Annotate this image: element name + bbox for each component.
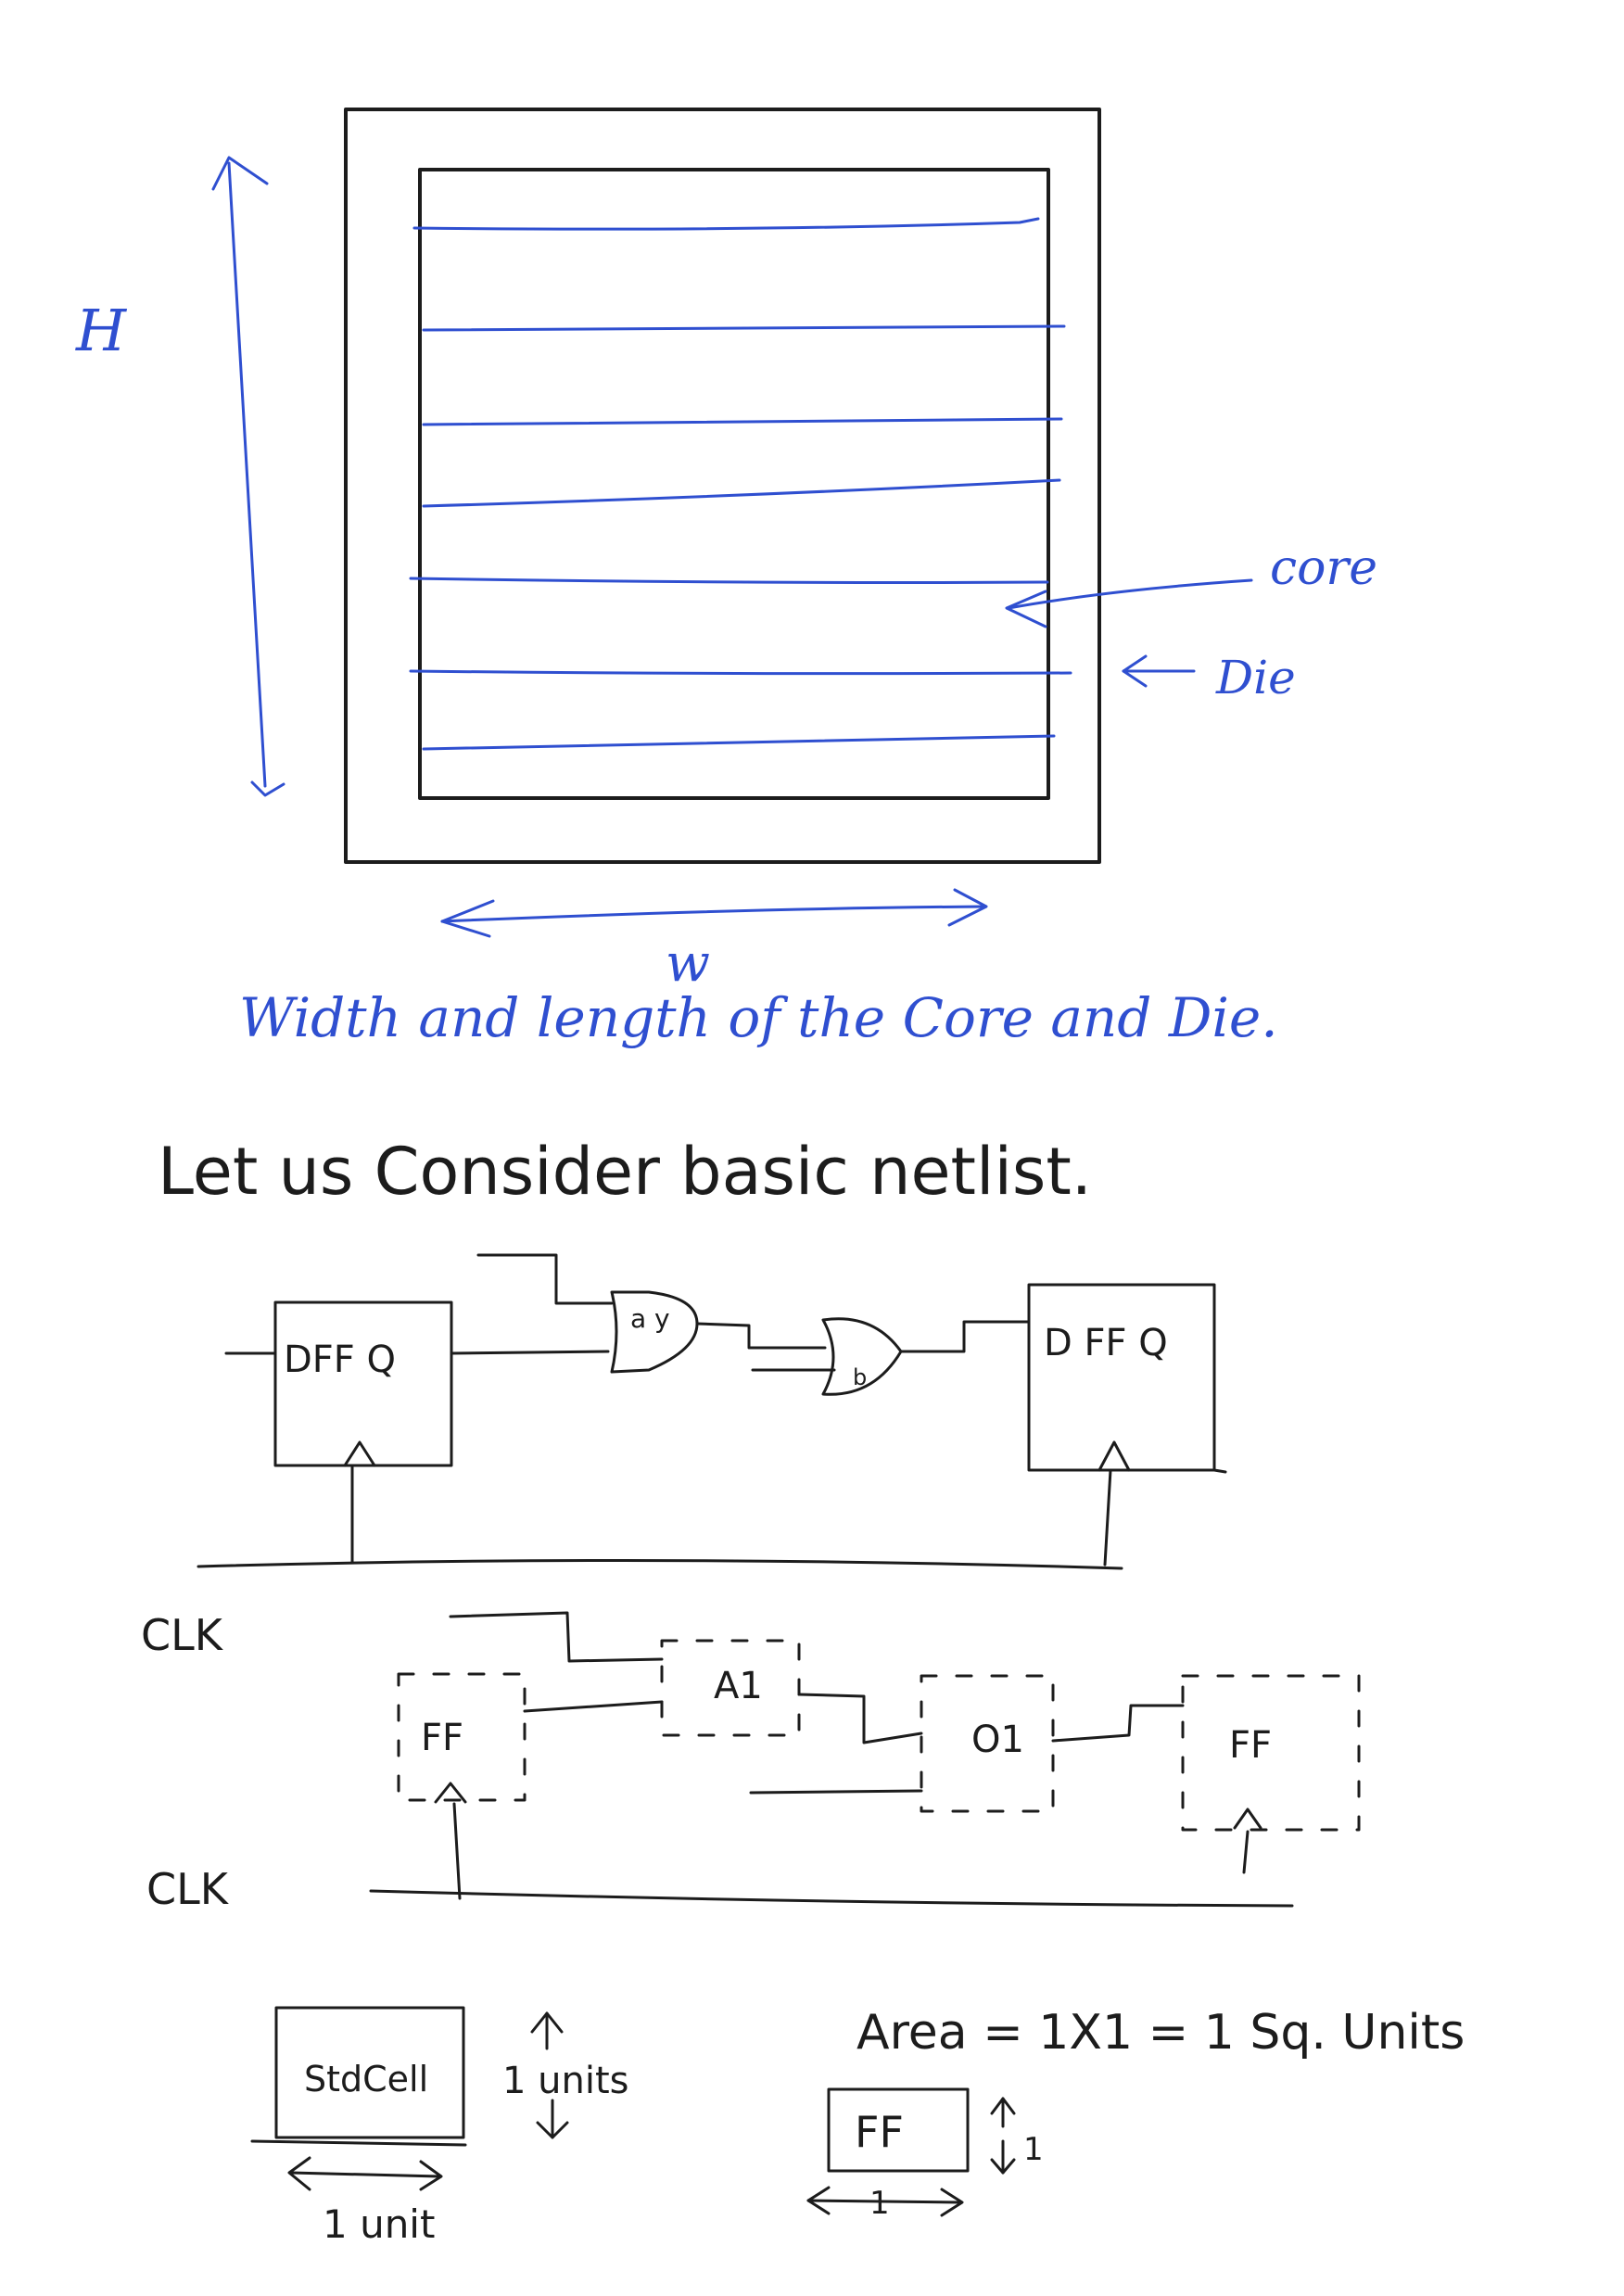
- clk-arrow-right: [1233, 1808, 1262, 1830]
- std-cell-width-arrowhead-right: [419, 2160, 443, 2191]
- ff-block-left: [397, 1672, 527, 1802]
- ff-block-left-clock: [434, 1782, 467, 1804]
- clk-net-1: [197, 1558, 1123, 1570]
- and-gate: [610, 1290, 699, 1374]
- row-line: [409, 577, 1049, 584]
- width-arrow: [440, 888, 988, 938]
- ff-block-left-label: FF: [421, 1717, 463, 1759]
- placed-cells: FF A1 O1 FF CLK: [146, 1611, 1361, 1914]
- ff-height-arrowhead-down: [990, 2158, 1016, 2175]
- row-line: [409, 669, 1072, 676]
- ff-right: [1027, 1283, 1216, 1472]
- width-label: w: [666, 933, 710, 994]
- ff-unit-cell-label: FF: [855, 2107, 904, 2157]
- wire-o1-to-ff: [1051, 1704, 1185, 1743]
- netlist-heading: Let us Consider basic netlist.: [158, 1134, 1092, 1210]
- std-cell-height-label: 1 units: [502, 2060, 629, 2102]
- ff-width-arrowhead-left: [806, 2186, 831, 2215]
- dff-left-clock-notch: [343, 1440, 376, 1467]
- a1-block: [660, 1639, 801, 1737]
- dff-left: [273, 1300, 453, 1467]
- dff-left-label: DFF Q: [284, 1338, 396, 1381]
- and-to-or-wire: [695, 1322, 827, 1350]
- die-label: Die: [1215, 651, 1296, 704]
- area-text: Area = 1X1 = 1 Sq. Units: [856, 2005, 1465, 2061]
- die-outline: [344, 108, 1101, 864]
- or-to-ff-wire: [899, 1320, 1031, 1353]
- ff-height-arrowhead-up: [990, 2097, 1016, 2115]
- o1-block-label: O1: [971, 1719, 1024, 1761]
- floorplan-caption: Width and length of the Core and Die.: [239, 986, 1278, 1049]
- row-line: [422, 417, 1063, 426]
- ff-width-label: 1: [869, 2185, 890, 2222]
- std-cell-size: StdCell 1 units 1 unit Area = 1X1 = 1 Sq…: [250, 2005, 1465, 2247]
- ff-right-tail: [1212, 1468, 1227, 1474]
- wire-to-a1-top: [449, 1611, 664, 1663]
- ff-block-right-label: FF: [1229, 1724, 1272, 1767]
- or-gate: [821, 1317, 903, 1396]
- dff-q-to-and-wire: [450, 1350, 610, 1355]
- ff-width-arrowhead-right: [940, 2188, 964, 2217]
- std-cell-width-arrowhead-left: [287, 2156, 311, 2191]
- height-arrow: [211, 156, 285, 797]
- std-cell-box: [274, 2006, 465, 2139]
- die-pointer-arrow: [1122, 654, 1196, 688]
- a1-block-label: A1: [714, 1665, 763, 1707]
- schematic-netlist: DFF Q a y b D FF Q CLK: [141, 1253, 1227, 1660]
- std-cell-height-arrowhead-down: [536, 2121, 569, 2139]
- std-cell-label: StdCell: [304, 2059, 428, 2099]
- row-line: [422, 324, 1066, 332]
- o1-block: [920, 1674, 1055, 1813]
- core-pointer-arrow: [1005, 578, 1253, 628]
- ff-unit-cell: [827, 2087, 970, 2173]
- height-label: H: [75, 297, 128, 364]
- std-cell-width-arrow: [289, 2171, 441, 2178]
- clk-branch-2-left: [452, 1802, 462, 1900]
- ff-right-label: D FF Q: [1044, 1322, 1168, 1364]
- clk-branch-right: [1103, 1468, 1112, 1567]
- wire-into-o1: [749, 1789, 923, 1795]
- ff-width-arrow: [806, 2199, 962, 2204]
- std-cell-base: [250, 2139, 467, 2147]
- std-cell-width-label: 1 unit: [323, 2201, 435, 2247]
- core-label: core: [1270, 540, 1377, 596]
- core-outline: [418, 168, 1050, 800]
- ff-right-clock-notch: [1097, 1440, 1131, 1472]
- wire-a1-to-o1: [797, 1693, 923, 1744]
- and-gate-label: a y: [630, 1303, 670, 1334]
- row-line: [422, 478, 1061, 508]
- row-line: [412, 217, 1040, 231]
- ff-height-label: 1: [1023, 2131, 1044, 2168]
- std-cell-rows: [409, 217, 1072, 751]
- floorplan-diagram: H w core Die Width and length of the Cor…: [75, 108, 1377, 1049]
- clk-label-2: CLK: [146, 1864, 230, 1914]
- or-gate-label: b: [853, 1364, 867, 1390]
- row-line: [422, 734, 1056, 751]
- wire-ff-to-a1: [523, 1700, 664, 1713]
- clk-net-2: [369, 1889, 1294, 1908]
- clk-branch-2-right: [1242, 1830, 1250, 1874]
- and-input-a-wire: [476, 1253, 614, 1305]
- clk-label-1: CLK: [141, 1610, 224, 1660]
- ff-block-right: [1181, 1674, 1361, 1832]
- std-cell-height-arrowhead-up: [530, 2011, 564, 2034]
